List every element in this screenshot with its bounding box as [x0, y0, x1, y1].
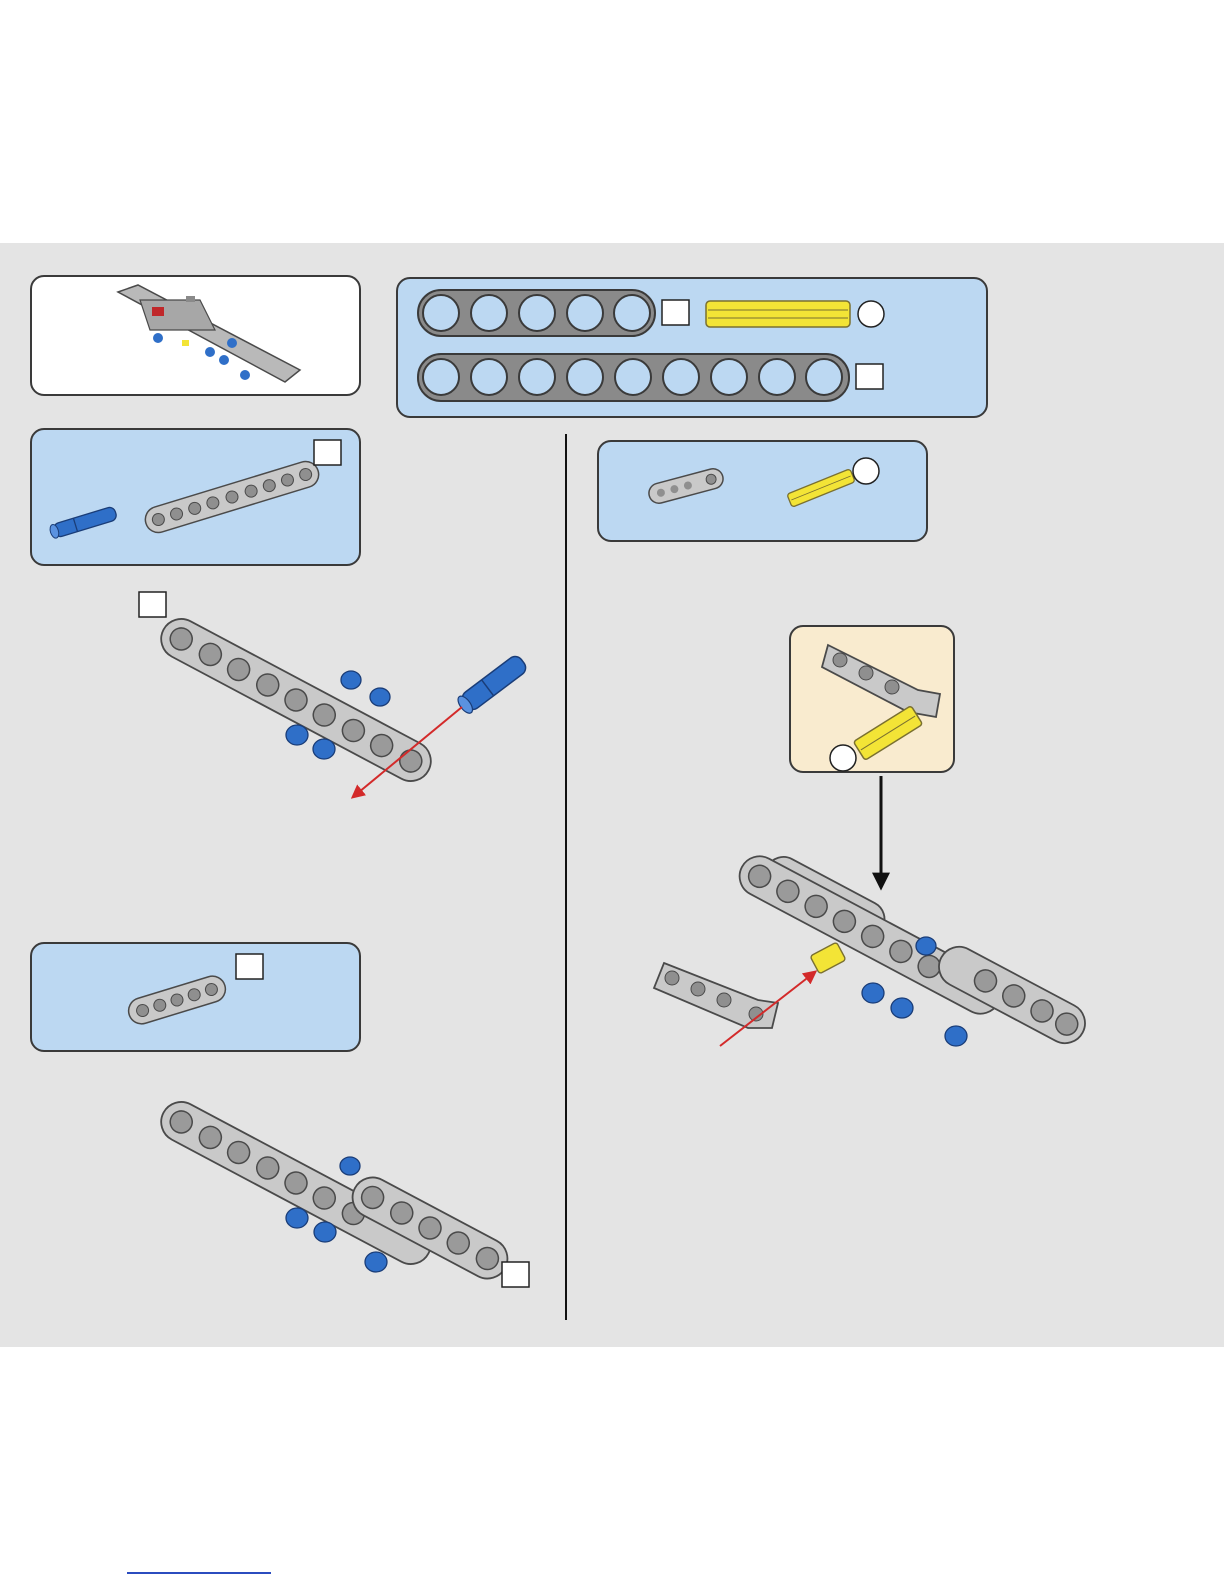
step3-new-angled-beam: [654, 963, 778, 1028]
technic-beam-icon: [142, 458, 322, 535]
technic-axle-icon: [787, 469, 855, 507]
step3-inserted-axle: [810, 942, 846, 974]
step2-marker: [502, 1262, 529, 1287]
step2-callout-marker: [236, 954, 263, 979]
subassembly-axle: [853, 706, 922, 761]
angled-beam-icon: [647, 467, 726, 506]
step2-long-beam: [154, 1095, 438, 1271]
technic-beam-5-icon: [125, 973, 228, 1027]
blue-pin-icon: [49, 506, 118, 539]
parts-axle-marker: [858, 301, 884, 327]
footer-link-underline[interactable]: [127, 1572, 271, 1574]
subassembly-angled-beam: [822, 645, 940, 717]
subassembly-marker: [830, 745, 856, 771]
parts-overview-beam-9: [418, 354, 849, 401]
step3-callout-marker: [853, 458, 879, 484]
parts-beam9-marker: [856, 364, 883, 389]
step1-new-pin: [455, 653, 529, 715]
step1-marker: [139, 592, 166, 617]
parts-overview-axle: [706, 301, 850, 327]
parts-overview-beam-5: [418, 290, 655, 336]
model-preview-icon: [118, 285, 300, 382]
step1-callout-marker: [314, 440, 341, 465]
parts-beam5-marker: [662, 300, 689, 325]
